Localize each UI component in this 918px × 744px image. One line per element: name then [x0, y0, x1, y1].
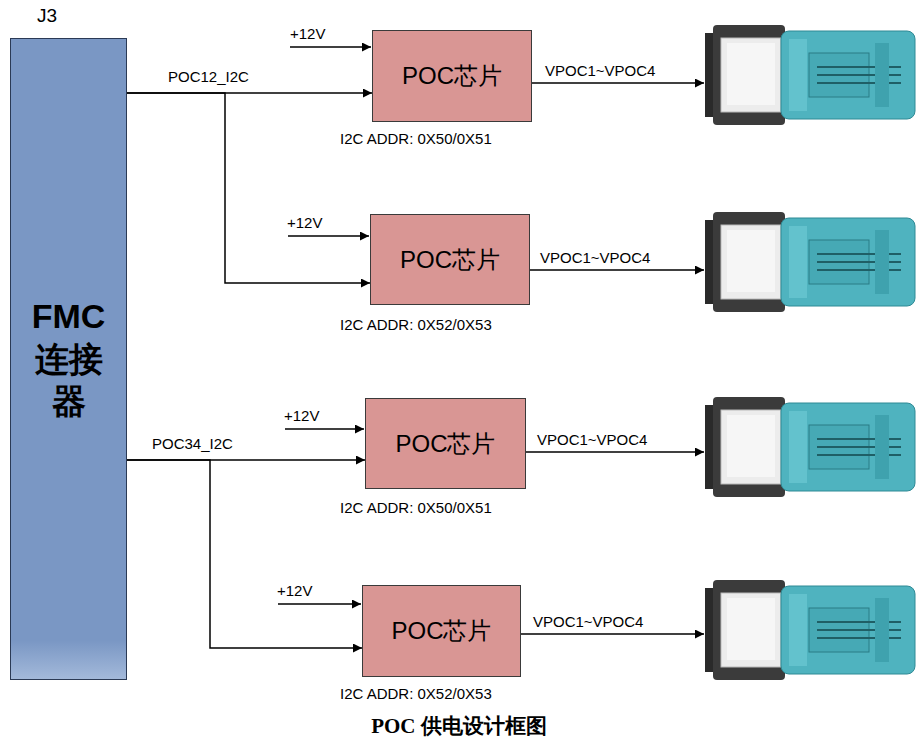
- fakra-connector: [705, 397, 915, 497]
- chip-name: POC芯片: [395, 428, 495, 460]
- power-arrow: [285, 428, 364, 430]
- power-arrow: [278, 603, 361, 605]
- poc-chip: POC芯片: [365, 398, 526, 489]
- address-note: I2C ADDR: 0X50/0X51: [340, 130, 492, 147]
- connector-ref: J3: [37, 5, 57, 27]
- output-arrow: [532, 82, 704, 84]
- address-note: I2C ADDR: 0X52/0X53: [340, 316, 492, 333]
- poc-chip: POC芯片: [362, 585, 521, 677]
- fakra-connector: [705, 212, 915, 312]
- connector-name: FMC 连接 器: [32, 295, 106, 423]
- output-arrow: [521, 633, 704, 635]
- bus-name: POC12_I2C: [166, 68, 251, 85]
- poc-chip: POC芯片: [370, 214, 530, 305]
- fmc-connector: J3FMC 连接 器: [10, 38, 127, 680]
- figure-caption: POC 供电设计框图: [0, 712, 918, 740]
- signal-name: VPOC1~VPOC4: [533, 613, 643, 630]
- fakra-connector: [705, 25, 915, 125]
- bus-connector: [127, 93, 370, 283]
- signal-name: VPOC1~VPOC4: [545, 62, 655, 79]
- address-note: I2C ADDR: 0X52/0X53: [340, 685, 492, 702]
- fakra-connector: [705, 580, 915, 680]
- chip-name: POC芯片: [402, 60, 502, 92]
- power-arrow: [290, 46, 371, 48]
- output-arrow: [526, 451, 704, 453]
- output-arrows: [521, 83, 704, 634]
- voltage-label: +12V: [284, 407, 319, 424]
- voltage-label: +12V: [277, 582, 312, 599]
- voltage-label: +12V: [287, 214, 322, 231]
- poc-chip: POC芯片: [372, 30, 532, 122]
- chip-name: POC芯片: [400, 244, 500, 276]
- voltage-label: +12V: [290, 25, 325, 42]
- output-arrow: [530, 269, 704, 271]
- power-arrow: [288, 235, 369, 237]
- bus-connector: [127, 460, 362, 648]
- signal-name: VPOC1~VPOC4: [540, 249, 650, 266]
- bus-name: POC34_I2C: [150, 435, 235, 452]
- signal-name: VPOC1~VPOC4: [537, 431, 647, 448]
- address-note: I2C ADDR: 0X50/0X51: [340, 499, 492, 516]
- chip-name: POC芯片: [391, 615, 491, 647]
